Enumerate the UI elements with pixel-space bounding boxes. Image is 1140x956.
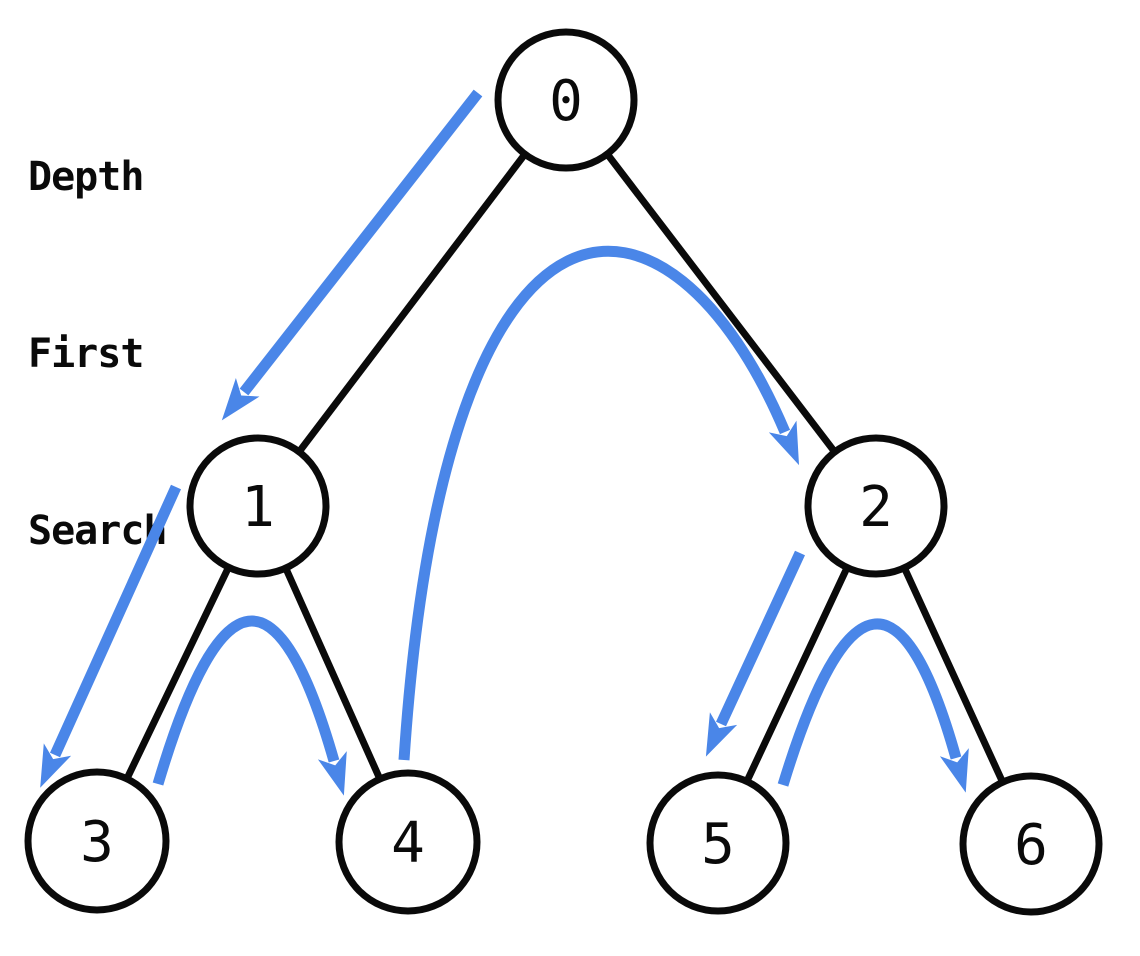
- tree-node-circle-3: [24, 768, 170, 914]
- arrow-0-to-1: [221, 89, 483, 421]
- tree-node-label-0: 0: [549, 69, 583, 134]
- arrow-4-to-2: [398, 245, 800, 761]
- tree-node-label-4: 4: [391, 811, 425, 876]
- arrow-1-to-3: [40, 484, 182, 788]
- arrow-3-to-4: [152, 615, 347, 796]
- tree-node-label-1: 1: [241, 475, 275, 540]
- tree-edge-0-1: [255, 97, 569, 509]
- tree-node-circle-6: [959, 772, 1103, 916]
- tree-node-circle-1: [186, 434, 330, 578]
- tree-node-6: 6: [959, 772, 1103, 916]
- tree-node-0: 0: [494, 28, 638, 172]
- tree-node-circle-4: [335, 769, 481, 915]
- tree-node-circle-0: [494, 28, 638, 172]
- tree-node-label-5: 5: [701, 812, 735, 877]
- tree-edge-0-2: [563, 97, 879, 509]
- arrow-5-to-6: [777, 618, 969, 793]
- tree-node-circle-2: [804, 434, 948, 578]
- tree-node-label-3: 3: [80, 810, 114, 875]
- title-line-2: First: [28, 331, 144, 377]
- tree-node-2: 2: [804, 434, 948, 578]
- title-line-1: Depth: [28, 154, 144, 200]
- arrow-2-to-5: [705, 550, 805, 757]
- tree-node-1: 1: [186, 434, 330, 578]
- traversal-arrows-layer: [40, 89, 969, 796]
- tree-node-4: 4: [335, 769, 481, 915]
- tree-node-5: 5: [646, 771, 790, 915]
- tree-node-circle-5: [646, 771, 790, 915]
- tree-node-label-2: 2: [859, 475, 893, 540]
- tree-nodes-layer: 0 1 2 3 4 5 6: [24, 28, 1103, 916]
- tree-node-3: 3: [24, 768, 170, 914]
- tree-node-label-6: 6: [1014, 813, 1048, 878]
